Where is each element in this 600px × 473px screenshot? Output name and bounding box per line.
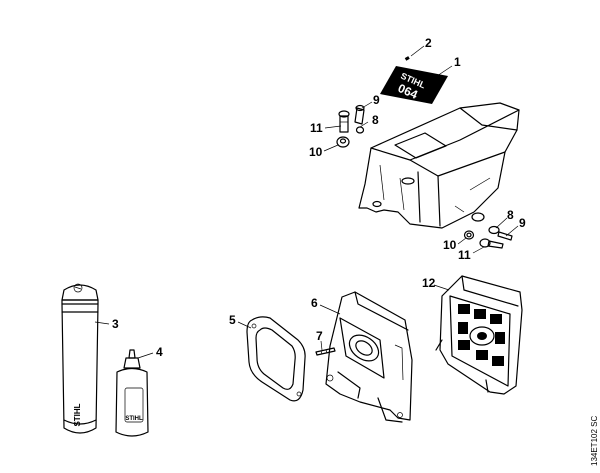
part-label-9-lower: 9 <box>519 216 526 230</box>
part-label-10-lower: 10 <box>443 238 457 252</box>
leader-lines <box>94 45 519 359</box>
bottle-brand: STIHL <box>125 416 143 422</box>
air-filter <box>435 275 523 395</box>
spray-can-brand: STIHL <box>73 403 82 426</box>
part-label-9-upper: 9 <box>373 93 380 107</box>
part-label-6: 6 <box>311 296 318 310</box>
part-label-4: 4 <box>156 345 163 359</box>
part-label-11-lower: 11 <box>458 248 471 262</box>
part-label-11-upper: 11 <box>310 121 323 135</box>
decal-rivet <box>404 56 410 61</box>
part-label-8-upper: 8 <box>372 113 379 127</box>
part-numbers: 1 2 9 8 11 10 8 9 10 11 3 4 5 6 7 12 <box>112 36 526 359</box>
part-label-1: 1 <box>454 55 461 69</box>
part-label-7: 7 <box>316 329 323 343</box>
part-label-5: 5 <box>229 313 236 327</box>
part-label-10-upper: 10 <box>309 145 323 159</box>
oil-bottle: STIHL <box>115 349 149 437</box>
shroud-cover <box>358 102 520 229</box>
part-label-3: 3 <box>112 317 119 331</box>
model-decal: STIHL 064 <box>380 66 448 104</box>
gasket <box>246 316 306 402</box>
screw-set-lower <box>463 225 513 249</box>
part-label-2: 2 <box>425 36 432 50</box>
part-label-12: 12 <box>422 276 436 290</box>
part-label-8-lower: 8 <box>507 208 514 222</box>
spray-can: STIHL <box>61 283 99 434</box>
screw-set-upper <box>336 104 365 148</box>
carburetor-housing <box>325 291 413 423</box>
stud <box>315 347 336 356</box>
reference-code: 134ET102 SC <box>590 416 599 466</box>
